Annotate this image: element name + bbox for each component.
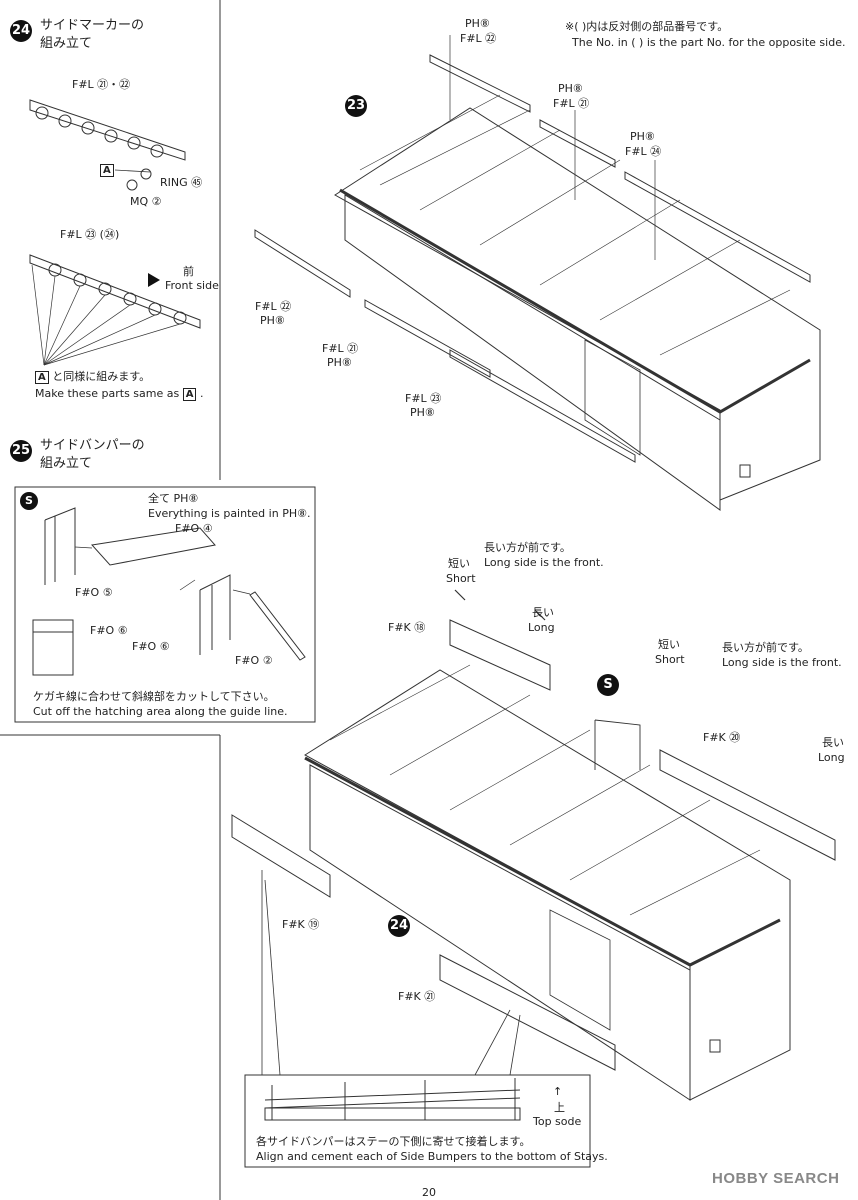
long-jp-2: 長い — [822, 736, 844, 749]
label-ph-5: PH⑧ — [327, 356, 352, 369]
short-jp-2: 短い — [658, 638, 680, 651]
align-jp: 各サイドバンパーはステーの下側に寄せて接着します。 — [256, 1135, 531, 1148]
paint-en-period: . — [306, 507, 311, 520]
label-fk-18: F#K ⑱ — [388, 621, 426, 634]
same-as-en-period: . — [199, 387, 204, 400]
short-en-1: Short — [446, 572, 476, 585]
top-en: Top sode — [533, 1115, 582, 1128]
label-fl-23-left: F#L ㉓ — [405, 392, 442, 405]
box-a-label: A — [100, 164, 114, 177]
all-painted-jp: 全て PH⑧ — [148, 492, 198, 505]
s25-part-drawings — [32, 507, 306, 676]
label-ph-1: PH⑧ — [465, 17, 490, 30]
short-jp-1: 短い — [448, 557, 470, 570]
marker-chain-mid-left — [29, 254, 201, 366]
label-mq: MQ ② — [130, 195, 162, 208]
main-body-top — [334, 94, 821, 511]
label-fo-5: F#O ⑤ — [75, 586, 113, 599]
step-25-title-line1: サイドバンパーの — [40, 438, 145, 453]
label-fo-4: F#O ④ — [175, 522, 213, 535]
same-as-en-text: Make these parts same as — [35, 387, 180, 400]
s-marker-bottom: S — [597, 674, 619, 696]
main-body-bottom — [304, 664, 791, 1101]
step-25-title-line2: 組み立て — [40, 456, 93, 471]
label-fl-21-22: F#L ㉑・㉒ — [72, 78, 131, 91]
top-jp: 上 — [554, 1101, 565, 1114]
long-jp-1: 長い — [532, 606, 554, 619]
align-en: Align and cement each of Side Bumpers to… — [256, 1150, 608, 1163]
same-as-a-jp: A と同様に組みます。 — [35, 370, 150, 384]
label-ph-2: PH⑧ — [558, 82, 583, 95]
label-ph-4: PH⑧ — [260, 314, 285, 327]
all-jp-text: 全て — [148, 492, 170, 505]
s25-s-marker: S — [20, 492, 38, 510]
label-ph-6: PH⑧ — [410, 406, 435, 419]
step-24-badge: 24 — [10, 20, 32, 42]
s25-box-border — [14, 486, 316, 723]
longside-en-2: Long side is the front. — [722, 656, 842, 669]
step-25-badge: 25 — [10, 440, 32, 462]
label-ph-3: PH⑧ — [630, 130, 655, 143]
label-fl-23-24: F#L ㉓ (㉔) — [60, 228, 120, 241]
marker-strips-top — [254, 35, 811, 463]
long-en-1: Long — [528, 621, 555, 634]
marker-chain-top-left — [29, 99, 186, 191]
label-fk-19: F#K ⑲ — [282, 918, 320, 931]
label-fo-6a: F#O ⑥ — [90, 624, 128, 637]
label-fl-22-top: F#L ㉒ — [460, 32, 497, 45]
step-24-marker-bottom: 24 — [388, 915, 410, 937]
bumper-detail-drawing — [264, 1078, 521, 1121]
bumper-panels — [231, 589, 836, 1071]
page-number: 20 — [422, 1186, 436, 1199]
cut-instruction-jp: ケガキ線に合わせて斜線部をカットして下さい。 — [33, 690, 275, 703]
label-fk-20: F#K ⑳ — [703, 731, 741, 744]
short-en-2: Short — [655, 653, 685, 666]
watermark-logo: HOBBY SEARCH — [712, 1170, 840, 1187]
paint-en-text: Everything is painted in — [148, 507, 279, 520]
label-fl-24-top: F#L ㉔ — [625, 145, 662, 158]
bumper-detail-box — [244, 1074, 591, 1168]
box-a-marker: A — [100, 158, 114, 177]
same-as-jp-text: と同様に組みます。 — [52, 370, 151, 383]
box-a-inline-2: A — [182, 388, 197, 401]
step-24-title-line1: サイドマーカーの — [40, 18, 145, 33]
longside-jp-2: 長い方が前です。 — [722, 641, 809, 654]
paint-en-ph: PH⑧ — [282, 507, 307, 520]
step-23-badge: 23 — [345, 95, 367, 117]
label-fl-21-left: F#L ㉑ — [322, 342, 359, 355]
step-24-title-line2: 組み立て — [40, 36, 93, 51]
label-fl-21-top: F#L ㉑ — [553, 97, 590, 110]
label-fl-22-left: F#L ㉒ — [255, 300, 292, 313]
front-arrow-icon — [148, 273, 160, 287]
longside-en-1: Long side is the front. — [484, 556, 604, 569]
front-side-jp: 前 — [183, 265, 194, 278]
same-as-a-en: Make these parts same as A . — [35, 387, 203, 401]
label-fo-2: F#O ② — [235, 654, 273, 667]
longside-jp-1: 長い方が前です。 — [484, 541, 571, 554]
label-ring: RING ㊺ — [160, 176, 203, 189]
label-fo-6b: F#O ⑥ — [132, 640, 170, 653]
note-jp: ※( )内は反対側の部品番号です。 — [565, 20, 729, 33]
box-a-inline: A — [35, 371, 49, 384]
long-en-2: Long — [818, 751, 845, 764]
all-painted-en: Everything is painted in PH⑧. — [148, 507, 310, 520]
callout-lines — [261, 870, 521, 1076]
label-fk-21: F#K ㉑ — [398, 990, 436, 1003]
top-arrow: ↑ — [553, 1085, 563, 1098]
all-ph-label: PH⑧ — [173, 492, 199, 505]
front-side-en: Front side — [165, 279, 219, 292]
cut-instruction-en: Cut off the hatching area along the guid… — [33, 705, 288, 718]
note-en: The No. in ( ) is the part No. for the o… — [572, 36, 846, 49]
